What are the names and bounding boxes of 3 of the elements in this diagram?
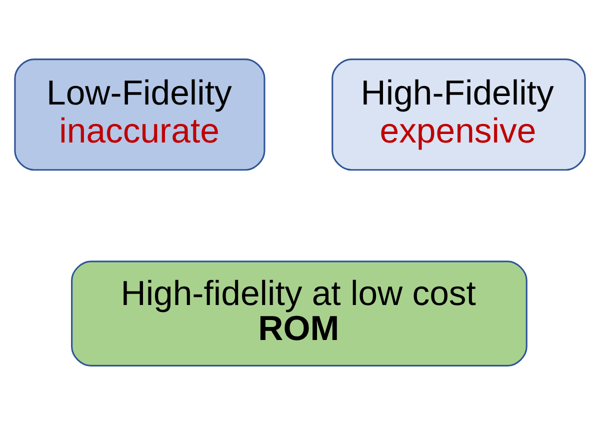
- node-box: High-Fidelity expensive: [332, 58, 586, 171]
- node-box: High-fidelity at low cost ROM: [71, 260, 528, 366]
- node-box: Low-Fidelity inaccurate: [14, 58, 266, 171]
